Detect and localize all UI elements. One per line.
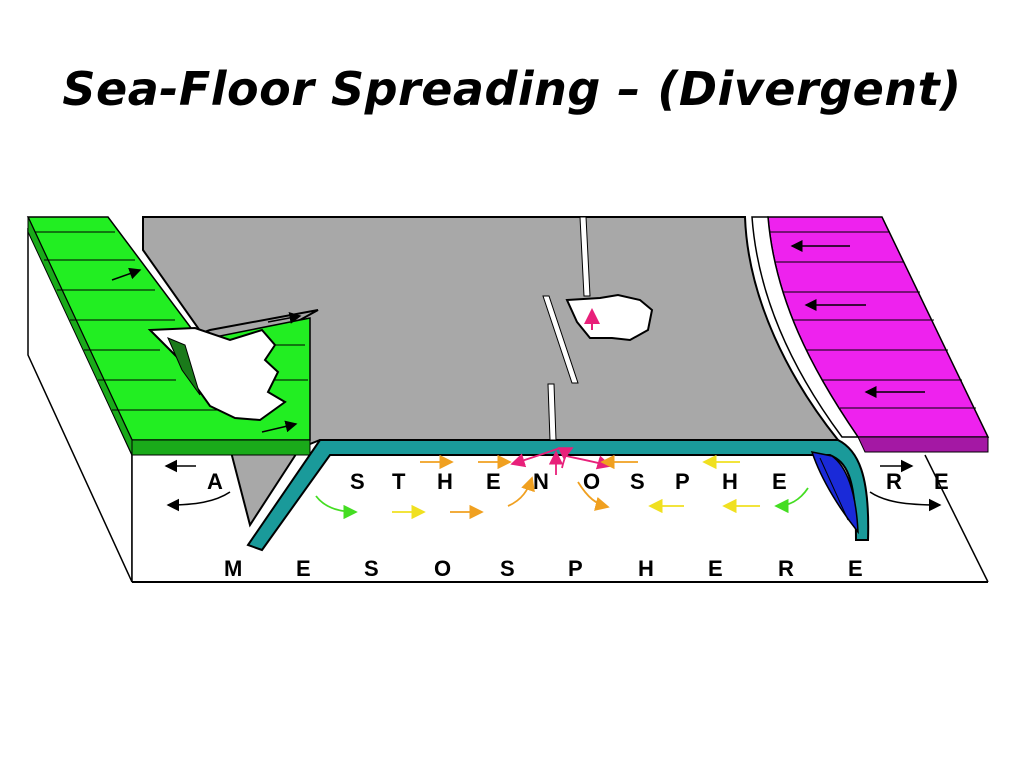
mid-ocean-ridge — [542, 216, 654, 441]
mesosphere-letter: E — [848, 556, 863, 581]
asthenosphere-letter: E — [772, 469, 787, 494]
mesosphere-letter: S — [500, 556, 515, 581]
mesosphere-letter: M — [224, 556, 242, 581]
asthenosphere-letter: T — [392, 469, 406, 494]
mesosphere-label: M E S O S P H E R E — [224, 556, 863, 581]
asthenosphere-letter: P — [675, 469, 690, 494]
asthenosphere-letter: H — [437, 469, 453, 494]
asthenosphere-letter: O — [583, 469, 600, 494]
ocean-floor-surface — [142, 216, 841, 528]
slide-title: Sea-Floor Spreading – (Divergent) — [62, 62, 962, 116]
mantle-convection-arrows — [315, 454, 809, 520]
asthenosphere-letter: S — [630, 469, 645, 494]
asthenosphere-letter: S — [350, 469, 365, 494]
right-trench-gap — [751, 216, 860, 438]
asthenosphere-letter: R — [886, 469, 902, 494]
block-front-face — [27, 227, 989, 583]
mesosphere-letter: O — [434, 556, 451, 581]
asthenosphere-letter: E — [486, 469, 501, 494]
asthenosphere-letter: H — [722, 469, 738, 494]
asthenosphere-letter: N — [533, 469, 549, 494]
mesosphere-letter: P — [568, 556, 583, 581]
asthenosphere-label: A S T H E N O S P H E R E — [207, 469, 949, 494]
mesosphere-letter: H — [638, 556, 654, 581]
cutaway-slab-sliver — [167, 337, 201, 396]
asthenosphere-letter: E — [934, 469, 949, 494]
mesosphere-letter: E — [296, 556, 311, 581]
asthenosphere-letter: A — [207, 469, 223, 494]
mesosphere-letter: E — [708, 556, 723, 581]
mesosphere-letter: S — [364, 556, 379, 581]
edge-flow-arrows — [164, 459, 942, 512]
mesosphere-letter: R — [778, 556, 794, 581]
